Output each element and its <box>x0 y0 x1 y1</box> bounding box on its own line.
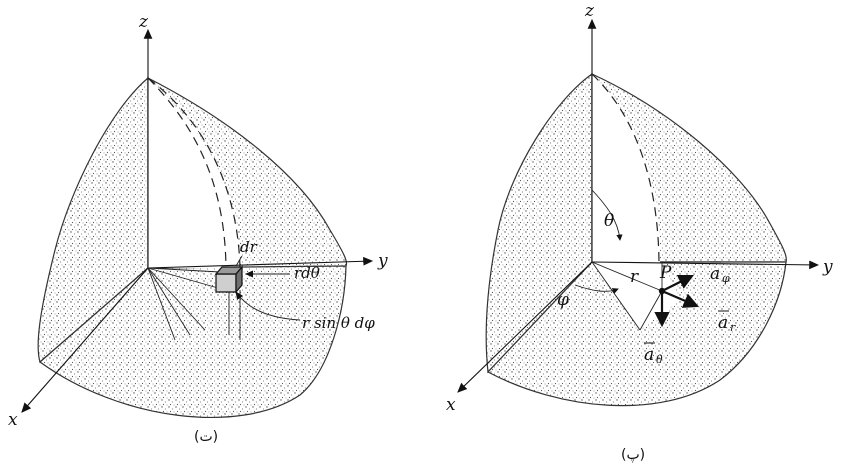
right-meridian-region <box>592 74 661 262</box>
left-meridian-region <box>148 78 240 268</box>
right-y-label: y <box>822 257 833 277</box>
svg-text:r: r <box>730 321 736 334</box>
right-y-axis <box>591 260 820 270</box>
right-theta-label: θ <box>604 211 614 231</box>
left-rdtheta-label: rdθ <box>294 264 320 282</box>
right-a-theta-label: a θ <box>644 342 663 366</box>
left-dashed-meridian-2 <box>147 77 241 269</box>
svg-text:θ: θ <box>656 353 663 366</box>
svg-text:a: a <box>644 345 654 365</box>
left-y-label: y <box>377 251 388 271</box>
right-theta-arc <box>591 189 623 241</box>
right-dashed-meridian <box>591 73 660 263</box>
left-dr-label: dr <box>240 238 258 256</box>
right-p-label: P <box>659 263 672 283</box>
left-radial-line-4 <box>147 267 206 331</box>
left-z-label: z <box>138 12 149 32</box>
left-y-axis <box>147 256 374 269</box>
right-a-r-label: a r <box>718 310 736 334</box>
right-phi-label: φ <box>557 290 569 310</box>
right-x-axis <box>457 261 593 393</box>
left-x-axis <box>21 267 149 413</box>
right-caption: (پ) <box>621 447 645 463</box>
svg-text:a: a <box>710 264 720 284</box>
right-a-phi-label: a φ <box>710 261 730 285</box>
left-radial-line-1 <box>147 267 221 273</box>
left-sphere-surface <box>37 76 149 364</box>
left-dr-pointer <box>235 255 243 267</box>
svg-text:φ: φ <box>722 272 730 285</box>
left-caption: (ت) <box>194 429 218 445</box>
right-projection-line-2 <box>639 290 663 331</box>
right-projection-line-1 <box>591 261 641 331</box>
right-figure: z y x θ φ r P a φ a r a θ (پ) <box>446 1 833 463</box>
right-z-label: z <box>584 1 595 21</box>
left-rsin-label: r sin θ dφ <box>302 314 375 332</box>
left-radial-line-5 <box>147 267 176 341</box>
right-phi-arc <box>574 284 619 294</box>
right-r-label: r <box>630 267 639 287</box>
left-rsin-pointer <box>235 291 301 321</box>
right-radius-line <box>591 261 663 292</box>
right-sphere-surface-left <box>485 72 593 374</box>
left-dashed-meridian-1 <box>147 77 227 269</box>
right-x-label: x <box>446 395 456 415</box>
left-radial-line-2 <box>147 267 219 289</box>
right-a-r-vector <box>661 289 700 308</box>
right-a-phi-vector <box>661 275 694 292</box>
left-x-label: x <box>8 410 18 430</box>
svg-text:a: a <box>718 313 728 333</box>
left-radial-line-3 <box>147 267 191 336</box>
left-figure: z y x dr rdθ r sin θ dφ (ت) <box>8 12 388 445</box>
left-volume-element <box>214 265 244 294</box>
right-sphere-surface-bottom <box>487 261 787 407</box>
